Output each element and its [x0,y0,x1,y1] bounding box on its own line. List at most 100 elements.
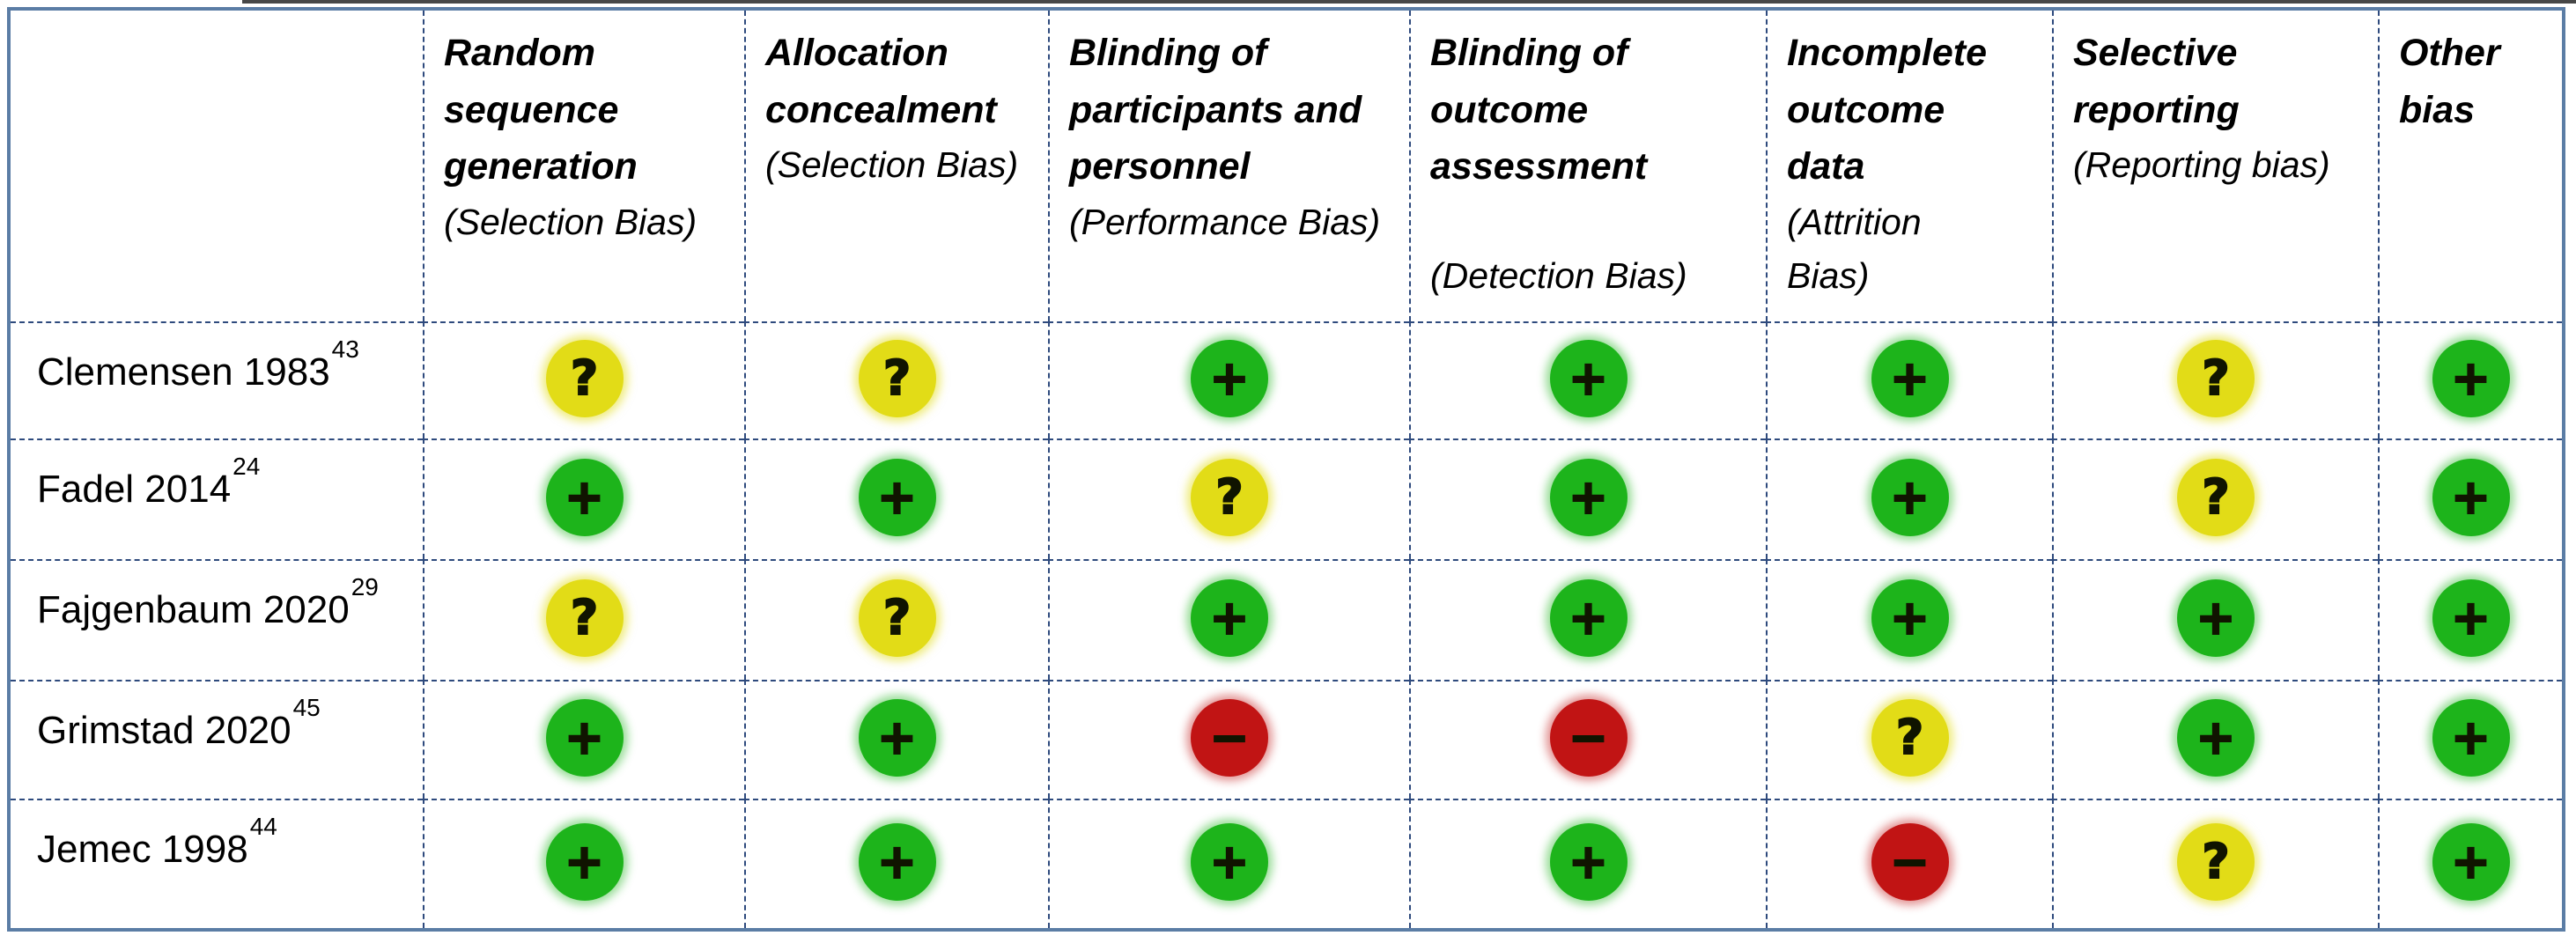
rating-cell: ? [2052,321,2378,438]
study-row-label: Jemec 199844 [11,799,423,928]
risk-rating-symbol: + [1208,350,1250,406]
risk-low-circle: + [2432,578,2510,657]
risk-rating-symbol: + [2450,350,2491,406]
risk-low-circle: + [2432,339,2510,417]
risk-rating-symbol: + [1889,350,1930,406]
study-name: Fajgenbaum 2020 [37,588,350,631]
risk-unclear-circle: ? [1871,698,1949,777]
rating-cell: + [1409,438,1766,559]
rating-cell: + [2378,559,2562,680]
study-row-label: Fadel 201424 [11,438,423,559]
rating-cell: + [1766,438,2052,559]
study-row-label: Clemensen 198343 [11,321,423,438]
risk-low-circle: + [1191,822,1268,901]
risk-unclear-circle: ? [2177,458,2255,536]
study-column-header [11,11,423,321]
risk-rating-symbol: ? [1895,709,1924,765]
rating-cell: + [744,680,1048,799]
risk-rating-symbol: + [564,709,605,765]
rating-cell: + [423,680,744,799]
risk-rating-symbol: + [1208,589,1250,645]
rating-cell: − [1048,680,1409,799]
rating-cell: + [423,799,744,928]
rating-cell: + [2378,321,2562,438]
risk-rating-symbol: + [2195,589,2236,645]
bias-domain-subtitle: (Selection Bias) [444,201,698,242]
bias-domain-title: Incomplete outcome data [1787,32,1987,188]
risk-unclear-circle: ? [858,578,936,657]
risk-low-circle: + [1871,578,1949,657]
rating-cell: + [744,438,1048,559]
study-name: Jemec 1998 [37,828,248,871]
risk-low-circle: + [858,698,936,777]
risk-rating-symbol: + [1568,468,1609,525]
risk-rating-symbol: + [2450,709,2491,765]
risk-rating-symbol: + [1889,468,1930,525]
reference-superscript: 29 [351,572,379,600]
bias-domain-header: Blinding of participants and personnel (P… [1048,11,1409,321]
risk-low-circle: + [2177,578,2255,657]
rating-cell: + [1048,799,1409,928]
risk-low-circle: + [545,822,624,901]
risk-low-circle: + [1191,578,1268,657]
risk-low-circle: + [1549,578,1628,657]
risk-high-circle: − [1871,822,1949,901]
bias-domain-header: Other bias [2378,11,2562,321]
bias-domain-header: Incomplete outcome data(Attrition Bias) [1766,11,2052,321]
risk-low-circle: + [2177,698,2255,777]
rating-cell: ? [1048,438,1409,559]
risk-rating-symbol: + [2450,833,2491,889]
risk-rating-symbol: − [1889,833,1930,889]
risk-rating-symbol: ? [882,589,912,645]
rating-cell: + [423,438,744,559]
reference-superscript: 43 [331,335,359,363]
bias-domain-subtitle: (Performance Bias) [1069,201,1381,242]
risk-rating-symbol: − [1568,709,1609,765]
risk-unclear-circle: ? [2177,339,2255,417]
risk-low-circle: + [1549,339,1628,417]
risk-rating-symbol: + [564,468,605,525]
study-name: Clemensen 1983 [37,350,330,394]
bias-domain-title: Selective reporting [2073,32,2240,131]
rating-cell: + [744,799,1048,928]
study-row-label: Grimstad 202045 [11,680,423,799]
risk-rating-symbol: + [1208,833,1250,889]
rating-cell: + [1048,321,1409,438]
risk-rating-symbol: ? [2201,833,2230,889]
bias-domain-subtitle: (Selection Bias) [765,144,1019,185]
top-edge-artifact-line [242,0,2576,4]
risk-low-circle: + [545,698,624,777]
risk-unclear-circle: ? [2177,822,2255,901]
risk-low-circle: + [858,458,936,536]
bias-domain-title: Blinding of outcome assessment [1430,32,1648,188]
risk-low-circle: + [2432,698,2510,777]
bias-domain-header: Random sequence generation(Selection Bia… [423,11,744,321]
bias-domain-header: Blinding of outcome assessment (Detectio… [1409,11,1766,321]
risk-low-circle: + [1871,339,1949,417]
rating-cell: ? [423,321,744,438]
risk-rating-symbol: + [1568,589,1609,645]
rating-cell: ? [2052,438,2378,559]
rating-cell: + [1766,559,2052,680]
risk-rating-symbol: ? [570,589,599,645]
risk-unclear-circle: ? [858,339,936,417]
risk-rating-symbol: − [1208,709,1250,765]
risk-rating-symbol: + [2450,468,2491,525]
rating-cell: ? [423,559,744,680]
risk-low-circle: + [2432,822,2510,901]
risk-rating-symbol: + [876,833,918,889]
rating-cell: − [1409,680,1766,799]
rating-cell: − [1766,799,2052,928]
bias-domain-title: Blinding of participants and personnel [1069,32,1362,188]
risk-low-circle: + [2432,458,2510,536]
risk-unclear-circle: ? [545,339,624,417]
risk-low-circle: + [1191,339,1268,417]
risk-high-circle: − [1549,698,1628,777]
risk-low-circle: + [858,822,936,901]
rating-cell: + [2378,680,2562,799]
risk-rating-symbol: ? [570,350,599,406]
rating-cell: ? [1766,680,2052,799]
rating-cell: + [1409,321,1766,438]
risk-low-circle: + [1549,822,1628,901]
rating-cell: + [1766,321,2052,438]
